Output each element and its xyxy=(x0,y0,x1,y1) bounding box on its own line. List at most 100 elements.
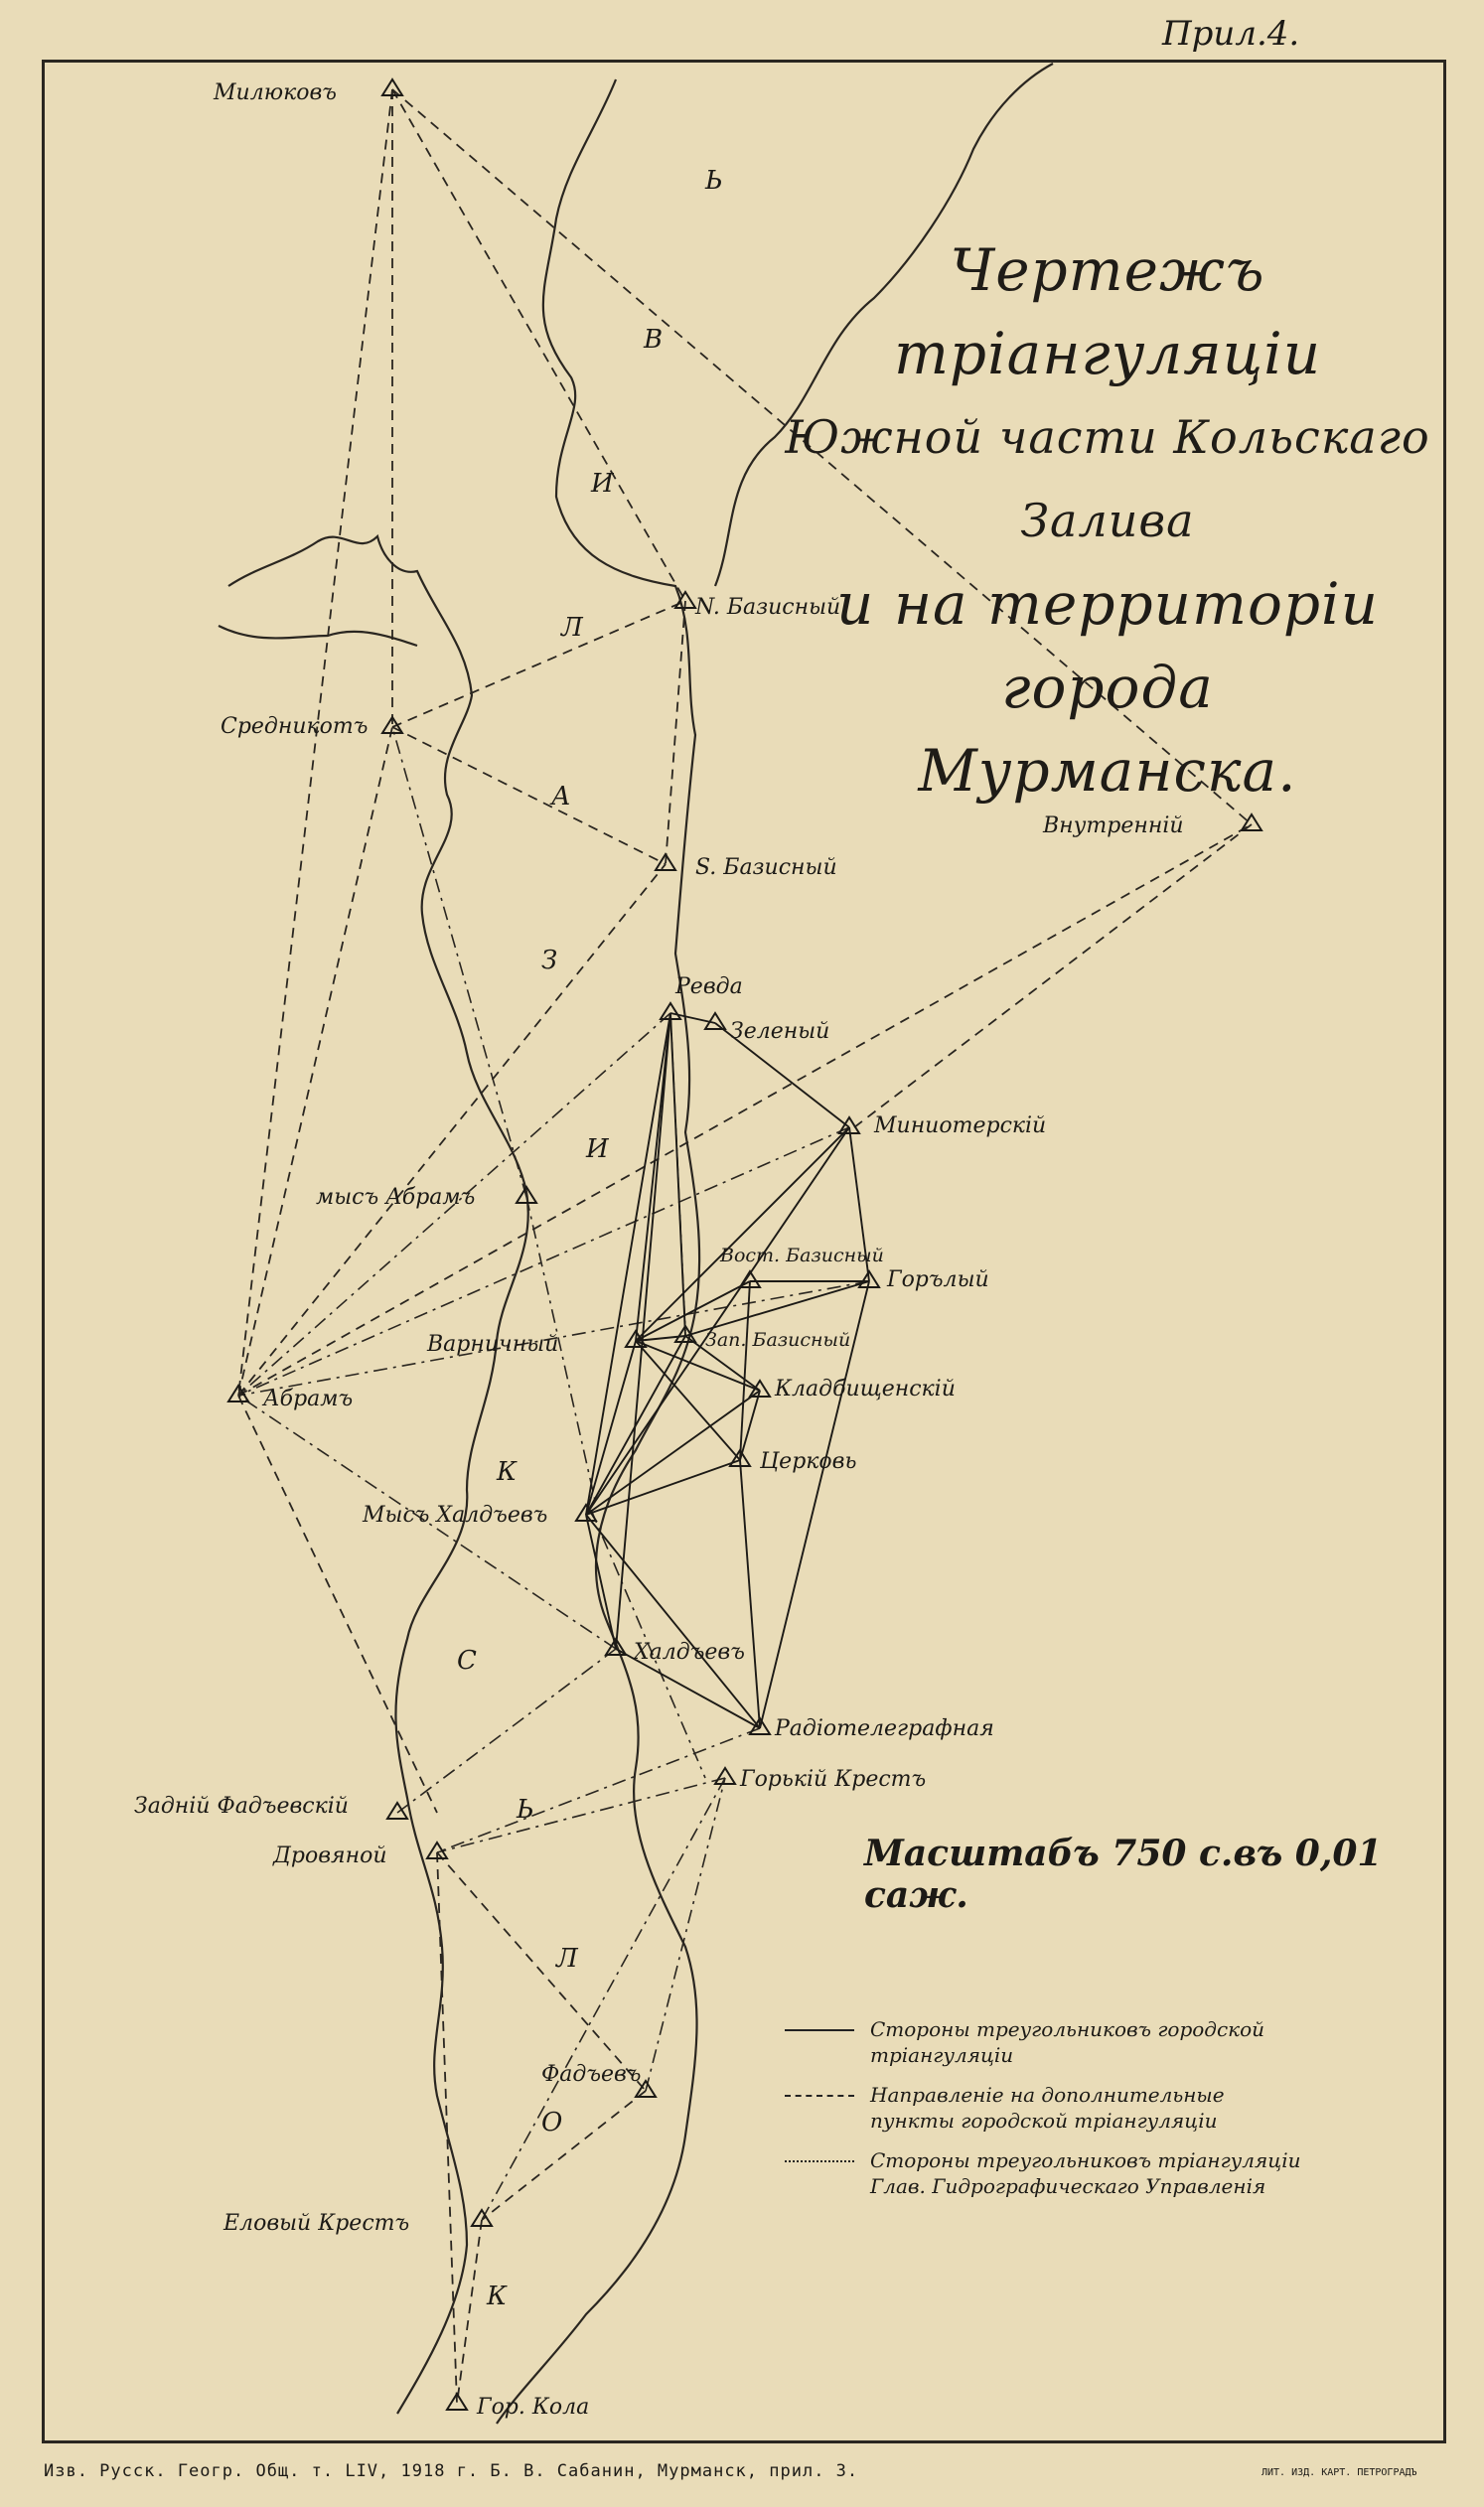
label-elovy: Еловый Крестъ xyxy=(223,2211,409,2236)
official-side xyxy=(665,600,686,865)
official-side xyxy=(391,88,686,602)
official-side xyxy=(481,2090,647,2221)
direction-line xyxy=(396,1648,617,1814)
direction-line xyxy=(481,1777,726,2221)
bay-letter: О xyxy=(541,2108,562,2138)
official-sides xyxy=(237,88,1253,2405)
city-side xyxy=(739,1459,761,1729)
dotted-line-swatch xyxy=(785,2160,854,2162)
official-side xyxy=(391,600,686,728)
label-khaldeev: Халдъевъ xyxy=(632,1640,745,1665)
bay-letter: З xyxy=(541,946,557,975)
direction-line xyxy=(436,1777,726,1853)
direction-line xyxy=(590,1509,706,1779)
city-side xyxy=(848,1126,870,1282)
label-mining: Миниотерскій xyxy=(873,1113,1046,1138)
official-side xyxy=(237,863,667,1397)
bay-letter: Ь xyxy=(704,166,723,196)
label-revda: Ревда xyxy=(674,974,743,999)
legend-row-direction: Направленіе на дополнительные пункты гор… xyxy=(785,2082,1341,2134)
label-radio: Радіотелеграфная xyxy=(774,1716,994,1741)
publication-footer: Изв. Русск. Геогр. Общ. т. LIV, 1918 г. … xyxy=(44,2461,859,2481)
city-side xyxy=(635,1340,761,1392)
city-side xyxy=(585,1390,761,1516)
station-marker xyxy=(713,1766,737,1785)
city-side xyxy=(585,1514,617,1650)
city-side xyxy=(635,1126,850,1342)
label-vost-baz: Вост. Базисный xyxy=(719,1245,884,1266)
station-marker xyxy=(837,1115,861,1134)
bay-letter: К xyxy=(486,2282,508,2311)
city-side xyxy=(585,1514,761,1729)
station-marker xyxy=(748,1379,772,1398)
title-line-3: и на территоріи города xyxy=(836,570,1379,721)
city-side xyxy=(585,1335,686,1516)
station-marker xyxy=(624,1329,648,1348)
station-marker xyxy=(703,1011,727,1030)
label-gorky-krest: Горькій Крестъ xyxy=(739,1767,926,1792)
city-side xyxy=(714,1022,850,1128)
appendix-number: Прил.4. xyxy=(1162,14,1300,54)
city-side xyxy=(759,1280,870,1729)
station-marker xyxy=(634,2079,658,2098)
city-side xyxy=(635,1335,686,1342)
label-gorely: Горълый xyxy=(886,1267,989,1292)
label-vnutr: Внутренній xyxy=(1042,813,1184,838)
label-drovyanoy: Дровяной xyxy=(272,1843,387,1868)
official-side xyxy=(237,823,1253,1397)
city-side xyxy=(739,1390,761,1461)
official-side xyxy=(436,1851,458,2405)
city-side xyxy=(635,1340,741,1461)
label-miliukov: Милюковъ xyxy=(213,80,337,105)
station-marker xyxy=(654,852,677,871)
direction-line xyxy=(645,1777,726,2092)
station-marker xyxy=(748,1716,772,1735)
bay-letter: Л xyxy=(554,1944,579,1974)
station-marker xyxy=(380,77,404,96)
official-side xyxy=(436,1851,647,2092)
place-labels: Милюковъ N. Базисный Средникотъ S. Базис… xyxy=(134,80,1184,2420)
direction-line xyxy=(237,1126,850,1397)
city-sides xyxy=(585,1012,870,1729)
official-side xyxy=(853,823,1253,1128)
official-side xyxy=(237,1395,438,1814)
legend-text: Направленіе на дополнительные пункты гор… xyxy=(870,2083,1225,2133)
station-marker xyxy=(380,715,404,734)
legend-text: Стороны треугольниковъ городской тріангу… xyxy=(870,2017,1265,2067)
station-marker xyxy=(574,1503,598,1522)
west-coastline xyxy=(227,533,529,2415)
label-s-bazis: S. Базисный xyxy=(695,855,837,880)
station-marker xyxy=(445,2392,469,2411)
bay-letter: А xyxy=(549,782,571,811)
city-side xyxy=(739,1280,751,1461)
label-abram-mys: мысъ Абрамъ xyxy=(316,1185,475,1210)
station-marker xyxy=(673,590,697,609)
legend-row-official: Стороны треугольниковъ тріангуляціи Глав… xyxy=(785,2147,1341,2199)
coastlines xyxy=(218,63,1054,2425)
label-zeleny: Зеленый xyxy=(730,1019,829,1044)
city-side xyxy=(684,1335,761,1392)
bay-letter: С xyxy=(457,1646,477,1676)
map-title: Чертежъ тріангуляціи Южной части Кольска… xyxy=(775,228,1440,812)
station-marker xyxy=(1240,812,1263,831)
bay-name-letters: В И Л А З И К С Ь Л О К Ь xyxy=(457,166,723,2311)
title-line-4: Мурманска. xyxy=(918,737,1297,805)
city-side xyxy=(635,1280,751,1342)
label-tserkov: Церковь xyxy=(759,1449,856,1474)
bay-inlet xyxy=(218,625,418,648)
station-marker xyxy=(604,1637,628,1656)
dash-line-swatch xyxy=(785,2095,854,2097)
label-zap-baz: Зап. Базисный xyxy=(705,1329,850,1351)
city-side xyxy=(635,1012,671,1342)
station-marker xyxy=(385,1801,409,1820)
bay-letter: И xyxy=(590,469,615,499)
east-coastline xyxy=(496,78,701,2425)
city-side xyxy=(615,1012,671,1650)
direction-line xyxy=(237,1012,671,1397)
bay-letter: Ь xyxy=(516,1795,534,1825)
east-coast-upper xyxy=(713,63,1054,587)
label-varnichny: Варничный xyxy=(426,1332,558,1357)
city-side xyxy=(585,1340,637,1516)
station-marker xyxy=(515,1185,538,1204)
